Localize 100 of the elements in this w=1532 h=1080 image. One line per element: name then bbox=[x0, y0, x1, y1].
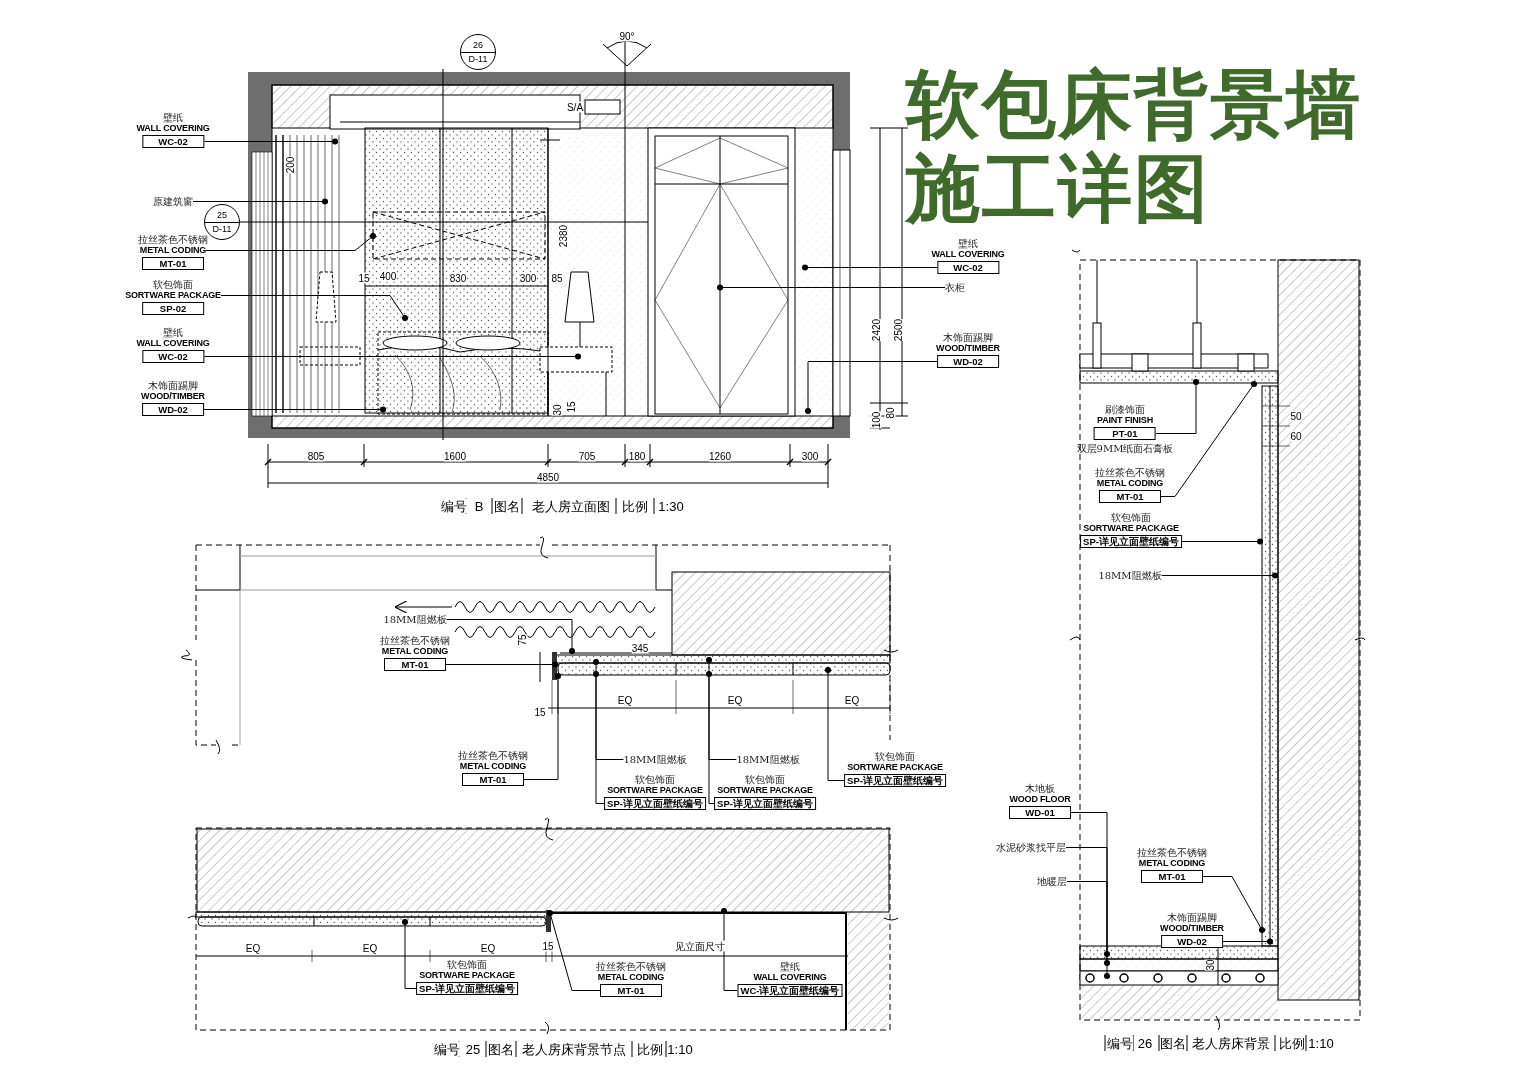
callout-text: 软包饰面 bbox=[447, 959, 487, 970]
material-code-box: WC-详见立面壁纸编号 bbox=[737, 984, 843, 997]
callout-text: WOOD FLOOR bbox=[1009, 794, 1071, 805]
leader-line bbox=[220, 295, 409, 322]
caption-text: 老人房床背景 bbox=[1192, 1035, 1270, 1051]
dimension-text: 15 bbox=[565, 401, 577, 413]
leader-line bbox=[203, 138, 339, 145]
dimension-text: 100 bbox=[870, 411, 882, 429]
dimension-text: 2380 bbox=[557, 224, 569, 248]
callout-text: 软包饰面 bbox=[1111, 512, 1151, 523]
dimension-text: 300 bbox=[519, 272, 537, 284]
material-code-box: SP-详见立面壁纸编号 bbox=[416, 982, 518, 995]
callout-text: WALL COVERING bbox=[136, 338, 210, 349]
leader-line bbox=[801, 264, 938, 271]
dimension-text: 60 bbox=[1290, 430, 1302, 442]
callout-text: SORTWARE PACKAGE bbox=[419, 970, 515, 981]
material-code-box: MT-01 bbox=[462, 773, 524, 786]
dimension-text: 705 bbox=[578, 450, 596, 462]
caption-text: 老人房立面图 bbox=[532, 498, 610, 514]
dimension-text: 见立面尺寸 bbox=[675, 940, 725, 952]
callout-text: SORTWARE PACKAGE bbox=[717, 785, 813, 796]
abbreviation-text: S/A bbox=[566, 101, 584, 113]
leader-line bbox=[1066, 881, 1111, 980]
material-code-box: WC-02 bbox=[142, 135, 204, 148]
leader-line bbox=[1202, 876, 1266, 934]
leader-line bbox=[804, 361, 938, 415]
dimension-text: 80 bbox=[884, 407, 896, 419]
leader-line bbox=[1181, 538, 1264, 545]
dimension-text: 30 bbox=[1204, 959, 1216, 971]
callout-text: 软包饰面 bbox=[745, 774, 785, 785]
caption-text: 图名 bbox=[488, 1041, 514, 1057]
callout-text: 软包饰面 bbox=[635, 774, 675, 785]
leader-line bbox=[1070, 812, 1111, 958]
callout-text: 水泥砂浆找平层 bbox=[996, 842, 1066, 853]
callout-text: METAL CODING bbox=[597, 972, 665, 983]
caption-text: 图名 bbox=[1160, 1035, 1186, 1051]
dimension-text: 400 bbox=[379, 270, 397, 282]
callout-text: 拉丝茶色不锈钢 bbox=[596, 961, 666, 972]
callout-text: 木地板 bbox=[1025, 783, 1055, 794]
material-code-box: WD-02 bbox=[1161, 935, 1223, 948]
dimension-text: EQ bbox=[617, 694, 633, 706]
leader-line bbox=[1222, 938, 1274, 945]
callout-text: 地暖层 bbox=[1037, 876, 1067, 887]
leader-line bbox=[705, 656, 737, 760]
dimension-text: 805 bbox=[307, 450, 325, 462]
caption-text: 编号 bbox=[441, 498, 467, 514]
dimension-text: 30 bbox=[551, 404, 563, 416]
caption-text: 编号 bbox=[1107, 1035, 1133, 1051]
leader-line bbox=[720, 907, 738, 991]
callout-text: WOOD/TIMBER bbox=[141, 391, 205, 402]
angle-text: 90° bbox=[619, 30, 635, 42]
leader-line bbox=[523, 672, 562, 780]
dimension-text: 1260 bbox=[708, 450, 732, 462]
dimension-text: EQ bbox=[480, 942, 496, 954]
leader-line bbox=[592, 670, 605, 804]
callout-text: SORTWARE PACKAGE bbox=[1083, 523, 1179, 534]
caption-text: 图名 bbox=[494, 498, 520, 514]
title: 软包床背景墙施工详图 bbox=[906, 62, 1363, 230]
callout-text: WALL COVERING bbox=[136, 123, 210, 134]
material-code-box: SP-详见立面壁纸编号 bbox=[844, 774, 946, 787]
leader-line bbox=[401, 918, 417, 989]
dimension-text: EQ bbox=[245, 942, 261, 954]
callout-text: 软包饰面 bbox=[153, 279, 193, 290]
leader-line bbox=[192, 198, 329, 205]
callout-text: WALL COVERING bbox=[931, 249, 1005, 260]
leader-line bbox=[705, 670, 715, 804]
material-code-box: SP-详见立面壁纸编号 bbox=[1080, 535, 1182, 548]
callout-text: 衣柜 bbox=[945, 282, 965, 293]
callout-text: 木饰面踢脚 bbox=[943, 332, 993, 343]
dimension-text: 15 bbox=[358, 272, 370, 284]
callout-text: 拉丝茶色不锈钢 bbox=[380, 635, 450, 646]
section-marker: 26 D-11 bbox=[460, 34, 496, 70]
callout-text: METAL CODING bbox=[459, 761, 527, 772]
callout-text: 壁纸 bbox=[958, 238, 978, 249]
material-code-box: MT-01 bbox=[600, 984, 662, 997]
dimension-text: 345 bbox=[631, 642, 649, 654]
callout-text: 18MM阻燃板 bbox=[1098, 570, 1162, 581]
material-code-box: SP-详见立面壁纸编号 bbox=[604, 797, 706, 810]
material-code-box: WC-02 bbox=[142, 350, 204, 363]
callout-text: 18MM阻燃板 bbox=[736, 754, 800, 765]
caption-text: 比例 bbox=[1279, 1035, 1305, 1051]
callout-text: 木饰面踢脚 bbox=[148, 380, 198, 391]
caption-text: 比例 bbox=[622, 498, 648, 514]
leader-line bbox=[716, 284, 946, 291]
callout-text: METAL CODING bbox=[381, 646, 449, 657]
callout-text: METAL CODING bbox=[1096, 478, 1164, 489]
callout-text: 拉丝茶色不锈钢 bbox=[1137, 847, 1207, 858]
leader-line bbox=[445, 661, 559, 668]
callout-text: 刷漆饰面 bbox=[1105, 404, 1145, 415]
material-code-box: WD-02 bbox=[937, 355, 999, 368]
dimension-text: 85 bbox=[551, 272, 563, 284]
callout-text: WOOD/TIMBER bbox=[1160, 923, 1224, 934]
dimension-text: EQ bbox=[844, 694, 860, 706]
material-code-box: PT-01 bbox=[1094, 427, 1156, 440]
dimension-text: EQ bbox=[727, 694, 743, 706]
leader-line bbox=[546, 909, 601, 991]
material-code-box: WD-02 bbox=[142, 403, 204, 416]
caption-text: 编号 bbox=[434, 1041, 460, 1057]
material-code-box: WC-02 bbox=[937, 261, 999, 274]
leader-line bbox=[1161, 572, 1279, 579]
